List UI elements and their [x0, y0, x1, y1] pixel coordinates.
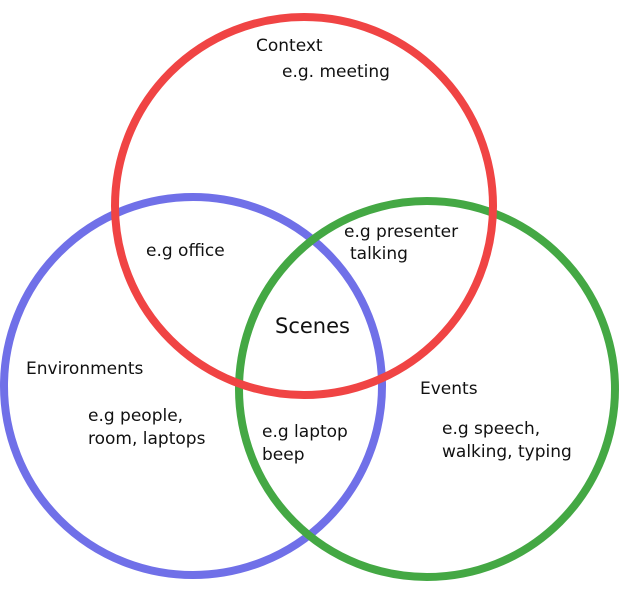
context-events-example-line1: e.g presenter [344, 222, 459, 242]
environments-title: Environments [26, 359, 144, 379]
events-circle [235, 197, 619, 581]
context-circle [111, 13, 497, 399]
environments-example-line1: e.g people, [88, 406, 184, 426]
environments-events-example-line2: beep [262, 445, 305, 465]
center-label-scenes: Scenes [275, 314, 350, 338]
environments-events-example-line1: e.g laptop [262, 422, 348, 442]
environments-example-line2: room, laptops [88, 429, 206, 449]
context-environments-example: e.g office [146, 241, 225, 261]
context-events-example-line2: talking [350, 244, 408, 264]
events-example-line1: e.g speech, [442, 419, 541, 439]
environments-circle [0, 193, 386, 579]
context-example: e.g. meeting [282, 62, 390, 82]
events-title: Events [420, 379, 478, 399]
events-example-line2: walking, typing [442, 442, 572, 462]
context-title: Context [256, 36, 323, 56]
